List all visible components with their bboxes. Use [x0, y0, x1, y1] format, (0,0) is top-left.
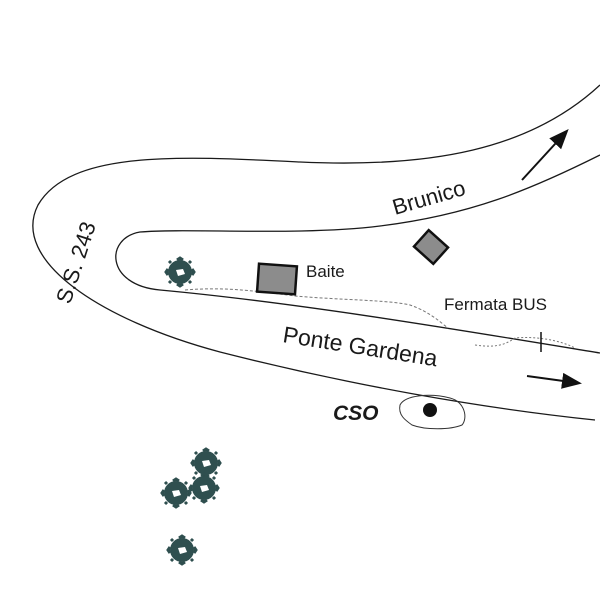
road-name-label: S.S. 243 [51, 219, 101, 307]
baite-label: Baite [306, 262, 345, 281]
tree-icon [166, 534, 198, 566]
arrow-icon [526, 372, 582, 389]
tree-icon [188, 472, 220, 504]
road-outer-edge [32, 84, 600, 421]
road-inner-edge [115, 154, 600, 354]
building-icon [412, 228, 450, 266]
footpath-bus [474, 337, 576, 349]
ponte-gardena-label: Ponte Gardena [281, 321, 439, 371]
building-icon [255, 262, 299, 296]
brunico-label: Brunico [389, 175, 468, 220]
bus-stop-label: Fermata BUS [444, 295, 547, 314]
footpath [184, 288, 449, 329]
arrow-icon [521, 129, 569, 181]
site-dot-icon [423, 403, 437, 417]
tree-icon [160, 477, 192, 509]
site-outline [399, 394, 466, 430]
cso-label: CSO [333, 402, 379, 425]
tree-icon [164, 256, 196, 288]
tree-icon [190, 447, 222, 479]
